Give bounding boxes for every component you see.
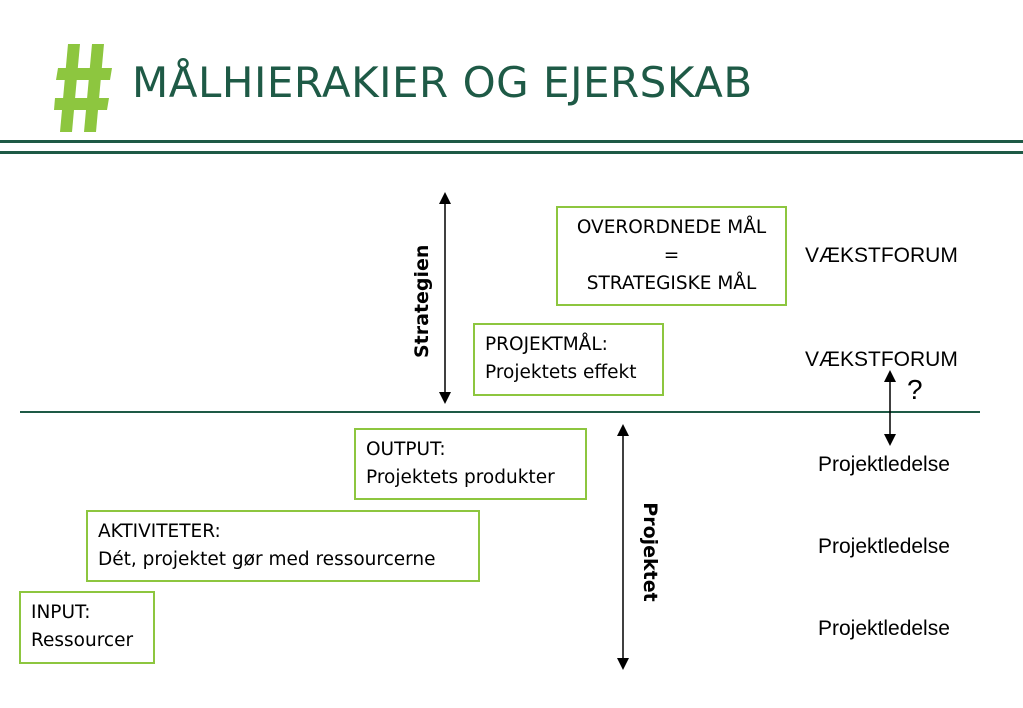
box-line: Projektets effekt bbox=[485, 362, 637, 383]
header-rule-bottom bbox=[0, 151, 1023, 154]
box-overordnede-maal: OVERORDNEDE MÅL = STRATEGISKE MÅL bbox=[556, 206, 787, 306]
header-rule-top bbox=[0, 140, 1023, 143]
box-line: INPUT: bbox=[31, 602, 91, 623]
box-projektmaal: PROJEKTMÅL: Projektets effekt bbox=[473, 323, 664, 396]
question-mark: ? bbox=[907, 374, 923, 405]
owner-label-projektledelse: Projektledelse bbox=[818, 453, 950, 476]
box-output: OUTPUT: Projektets produkter bbox=[354, 428, 587, 500]
box-aktiviteter: AKTIVITETER: Dét, projektet gør med ress… bbox=[86, 510, 480, 582]
owner-label-vaekstforum: VÆKSTFORUM bbox=[805, 348, 958, 371]
owner-label-projektledelse: Projektledelse bbox=[818, 535, 950, 558]
box-line: PROJEKTMÅL: bbox=[485, 334, 608, 355]
box-line: OUTPUT: bbox=[366, 439, 446, 460]
owner-label-vaekstforum: VÆKSTFORUM bbox=[805, 244, 958, 267]
box-input: INPUT: Ressourcer bbox=[19, 591, 155, 664]
box-line: Projektets produkter bbox=[366, 467, 555, 488]
box-line: OVERORDNEDE MÅL bbox=[576, 217, 767, 238]
box-line: Ressourcer bbox=[31, 630, 134, 651]
owner-label-projektledelse: Projektledelse bbox=[818, 617, 950, 640]
page-title: MÅLHIERAKIER OG EJERSKAB bbox=[132, 58, 753, 107]
box-line: STRATEGISKE MÅL bbox=[586, 273, 757, 294]
projektet-label: Projektet bbox=[639, 502, 661, 602]
box-line: AKTIVITETER: bbox=[98, 521, 221, 542]
hash-icon bbox=[54, 44, 112, 132]
box-line: Dét, projektet gør med ressourcerne bbox=[98, 549, 436, 570]
box-line: = bbox=[663, 245, 680, 266]
strategien-label: Strategien bbox=[411, 244, 433, 358]
